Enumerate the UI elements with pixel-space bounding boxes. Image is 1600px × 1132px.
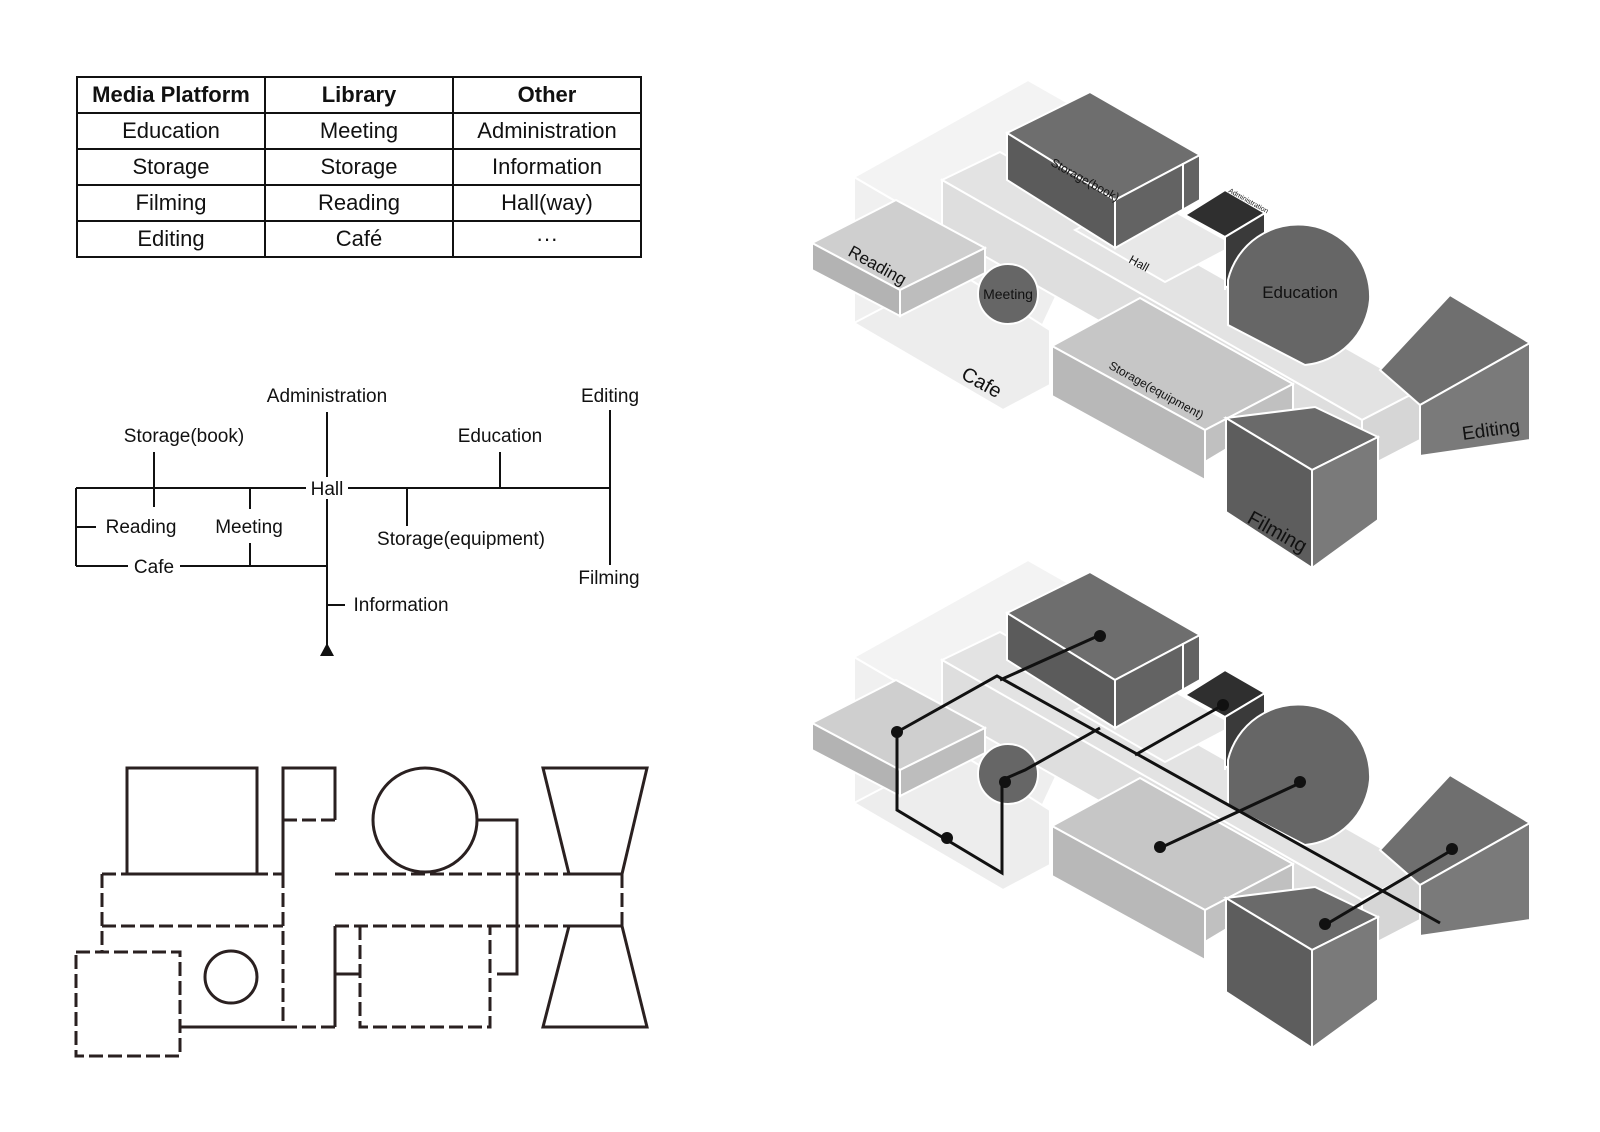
node-editing [1446,843,1458,855]
plan-meeting [203,949,259,1005]
program-table: Media Platform Library Other Education M… [76,76,642,258]
table-cell: Reading [264,184,454,222]
entrance-arrow-icon [320,643,334,656]
circulation-path [895,633,1453,927]
label-information: Information [353,595,448,616]
header-other: Other [452,76,642,114]
plan-reading [74,950,182,1058]
node-education [1294,776,1306,788]
table-cell: Education [76,112,266,150]
plan-storage-equipment-wall [477,818,519,976]
table-row: Storage Storage Information [76,148,642,186]
table-row: Editing Café ··· [76,220,642,258]
path-hall-spine [896,674,1441,925]
table-cell: Hall(way) [452,184,642,222]
label-editing: Editing [581,386,639,407]
table-header-row: Media Platform Library Other [76,76,642,114]
label-administration: Administration [267,386,387,407]
label-education: Education [458,426,543,447]
table-row: Filming Reading Hall(way) [76,184,642,222]
table-cell: Editing [76,220,266,258]
table-cell: Meeting [264,112,454,150]
hall-label-bg [306,477,348,499]
cafe-label-bg [128,556,180,576]
table-cell: Administration [452,112,642,150]
axo-top: Storage(book) Administration Reading Hal… [811,79,1531,569]
label-meeting: Meeting [215,517,283,538]
path-reading-meeting [895,726,1101,876]
axo-label-education: Education [1262,283,1338,302]
header-library: Library [264,76,454,114]
node-filming [1319,918,1331,930]
label-reading: Reading [106,517,177,538]
node-reading [891,726,903,738]
table-cell: Café [264,220,454,258]
axo-label-meeting: Meeting [983,286,1033,302]
node-storage-book [1094,630,1106,642]
label-hall: Hall [311,479,344,500]
axo-bottom [811,559,1531,1049]
header-media-platform: Media Platform [76,76,266,114]
label-storage-book: Storage(book) [124,426,244,447]
label-cafe: Cafe [134,557,174,578]
circulation-nodes [891,630,1458,930]
label-storage-equipment: Storage(equipment) [377,529,545,550]
table-row: Education Meeting Administration [76,112,642,150]
table-cell: ··· [452,220,642,258]
path-storage-book [999,633,1101,682]
table-cell: Storage [264,148,454,186]
node-cafe [941,832,953,844]
node-storage-equipment [1154,841,1166,853]
table-cell: Information [452,148,642,186]
path-education [1159,781,1301,850]
table-cell: Storage [76,148,266,186]
plan-storage-equipment [358,926,492,1029]
node-administration [1217,699,1229,711]
node-meeting [999,776,1011,788]
path-editing-filming [1324,848,1453,927]
label-filming: Filming [578,568,639,589]
table-cell: Filming [76,184,266,222]
path-administration [1134,703,1224,757]
